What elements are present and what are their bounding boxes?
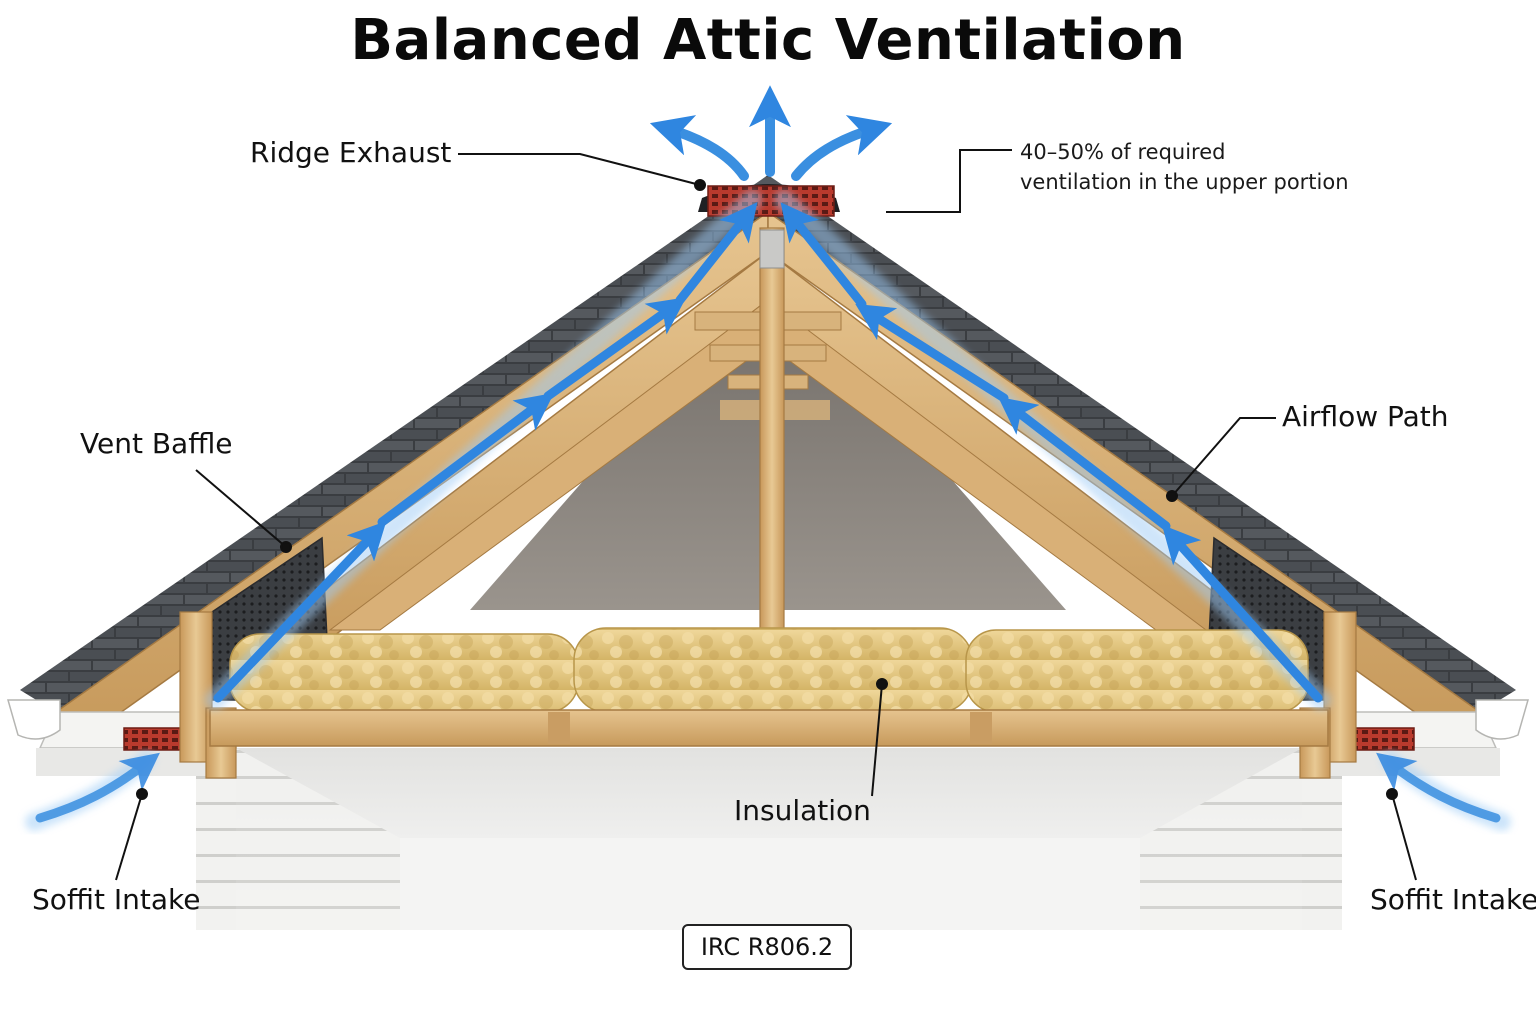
airflow-arrows [25,85,1511,831]
airflow-left-4 [675,202,758,305]
exhaust-arrow-left [649,115,749,181]
airflow-left-1 [213,521,387,703]
label-ventilation-note-line1: 40–50% of required [1020,140,1226,164]
ceiling-joist [209,709,1329,747]
leader-lines [115,149,1417,881]
label-insulation: Insulation [734,794,871,827]
room-below [0,748,1536,1024]
diagram-title: Balanced Attic Ventilation [350,8,1186,73]
label-airflow-path: Airflow Path [1282,400,1449,433]
airflow-right-1 [1161,524,1323,703]
airflow-left-3 [543,297,687,401]
label-soffit-intake-right: Soffit Intake [1370,883,1536,916]
label-vent-baffle: Vent Baffle [80,427,233,460]
king-post [759,227,785,631]
soffit-vent-right [1353,727,1415,751]
code-reference-badge: IRC R806.2 [682,924,852,970]
label-ventilation-note-line2: ventilation in the upper portion [1020,170,1349,195]
insulation-batts [229,627,1309,713]
intake-arrow-right [1376,752,1501,823]
label-ventilation-note: 40–50% of required ventilation in the up… [1020,137,1349,198]
soffit-vent-left [123,727,185,751]
ridge-vent [698,184,840,217]
airflow-right-2 [998,396,1171,531]
roof-shingles [20,175,1516,712]
airflow-right-4 [780,202,867,309]
exhaust-arrow-right [791,115,893,181]
label-soffit-intake-left: Soffit Intake [32,883,201,916]
airflow-right-3 [855,303,1009,403]
label-ridge-exhaust: Ridge Exhaust [250,136,452,169]
intake-arrow-left [35,752,160,823]
airflow-left-2 [377,392,555,527]
